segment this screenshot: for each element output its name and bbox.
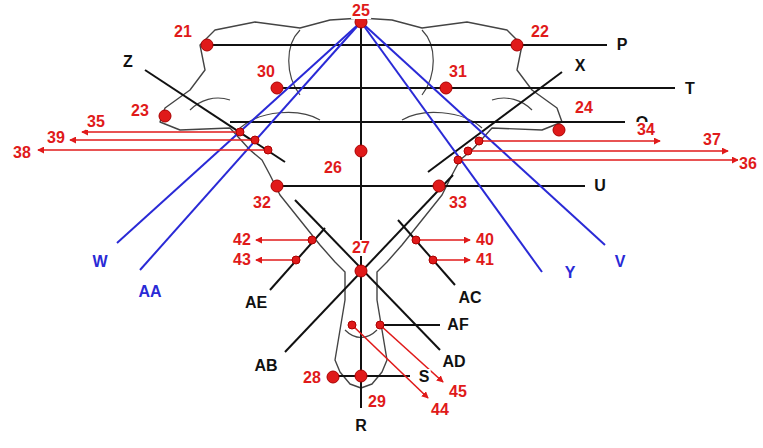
landmark-dot xyxy=(412,236,420,244)
landmark-dot xyxy=(308,236,316,244)
line-label: Z xyxy=(122,54,134,70)
measure-arrow xyxy=(416,239,470,241)
callout-number: 44 xyxy=(430,402,450,418)
callout-number: 36 xyxy=(738,156,758,172)
angle-label: AA xyxy=(137,284,162,300)
bone-contour xyxy=(402,112,482,128)
line-label: AB xyxy=(253,358,278,374)
reference-line xyxy=(230,121,625,123)
landmark-dot xyxy=(553,124,565,136)
line-label: S xyxy=(418,369,431,385)
callout-number: 27 xyxy=(351,240,371,256)
measure-arrow xyxy=(256,259,296,261)
measure-arrow xyxy=(468,150,728,152)
reference-line xyxy=(145,70,285,162)
landmark-dot xyxy=(251,136,259,144)
line-label: T xyxy=(684,81,696,97)
callout-number: 30 xyxy=(256,64,276,80)
callout-number: 22 xyxy=(530,24,550,40)
landmark-dot xyxy=(454,156,462,164)
reference-line xyxy=(378,324,440,326)
reference-line xyxy=(360,22,362,408)
callout-number: 23 xyxy=(130,103,150,119)
measure-arrow xyxy=(433,259,470,261)
landmark-dot xyxy=(201,39,213,51)
landmark-dot xyxy=(464,147,472,155)
landmark-dot xyxy=(429,256,437,264)
landmark-dot xyxy=(327,371,339,383)
landmark-dot xyxy=(292,256,300,264)
callout-number: 21 xyxy=(173,24,193,40)
measure-arrow xyxy=(82,131,240,133)
landmark-dot xyxy=(264,146,272,154)
measure-arrow xyxy=(38,149,268,151)
callout-number: 34 xyxy=(636,122,656,138)
measure-arrow xyxy=(352,325,428,398)
callout-number: 28 xyxy=(302,370,322,386)
landmark-dot xyxy=(433,180,445,192)
landmark-dot xyxy=(355,370,367,382)
landmark-dot xyxy=(236,128,244,136)
angle-line xyxy=(361,22,605,245)
measure-arrow xyxy=(380,325,443,382)
landmark-dot xyxy=(511,39,523,51)
landmark-dot xyxy=(271,82,283,94)
line-label: X xyxy=(574,58,587,74)
angle-line xyxy=(140,22,361,270)
landmark-dot xyxy=(348,321,356,329)
reference-line xyxy=(285,175,453,352)
landmark-dot xyxy=(159,110,171,122)
angle-label: W xyxy=(91,254,108,270)
callout-number: 35 xyxy=(86,114,106,130)
measure-arrow xyxy=(479,140,660,142)
angle-label: Y xyxy=(564,265,577,281)
reference-line xyxy=(428,72,562,172)
reference-line xyxy=(207,44,607,46)
callout-number: 42 xyxy=(232,232,252,248)
callout-number: 40 xyxy=(475,232,495,248)
landmark-dot xyxy=(355,265,367,277)
callout-number: 38 xyxy=(12,145,32,161)
callout-number: 31 xyxy=(448,64,468,80)
measure-arrow xyxy=(256,239,312,241)
line-label: AE xyxy=(244,295,268,311)
callout-number: 45 xyxy=(448,384,468,400)
line-label: AD xyxy=(441,354,466,370)
angle-label: V xyxy=(614,254,627,270)
landmark-dot xyxy=(475,137,483,145)
line-label: P xyxy=(616,37,629,53)
angle-line xyxy=(361,22,542,272)
callout-number: 43 xyxy=(232,252,252,268)
line-label: R xyxy=(354,418,368,434)
callout-number: 25 xyxy=(351,3,371,19)
reference-line xyxy=(330,375,410,377)
measure-arrow xyxy=(458,159,738,161)
callout-number: 39 xyxy=(46,130,66,146)
landmark-dot xyxy=(355,145,367,157)
reference-line xyxy=(295,200,440,350)
reference-line xyxy=(270,228,325,290)
reference-line xyxy=(277,87,675,89)
callout-number: 24 xyxy=(574,100,594,116)
callout-number: 33 xyxy=(448,195,468,211)
callout-number: 29 xyxy=(367,394,387,410)
landmark-dot xyxy=(271,180,283,192)
callout-number: 37 xyxy=(702,132,722,148)
callout-number: 41 xyxy=(475,252,495,268)
landmark-dot xyxy=(376,321,384,329)
line-label: AF xyxy=(446,317,469,333)
line-label: AC xyxy=(457,290,482,306)
callout-number: 32 xyxy=(252,195,272,211)
reference-line xyxy=(398,220,455,285)
line-label: U xyxy=(593,178,607,194)
callout-number: 26 xyxy=(323,160,343,176)
landmark-dot xyxy=(440,82,452,94)
measure-arrow xyxy=(70,139,255,141)
